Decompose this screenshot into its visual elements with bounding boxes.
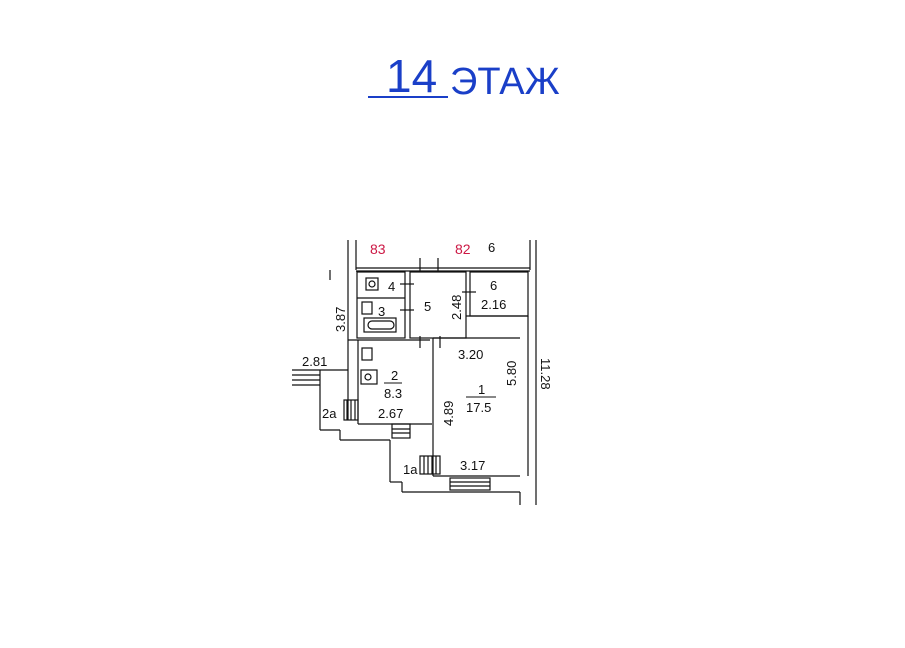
floor-number-underline <box>368 96 448 98</box>
dimension-3-87: 3.87 <box>333 307 348 332</box>
dimension-2-67: 2.67 <box>378 406 403 421</box>
apartment-number-far-right: 6 <box>488 240 495 255</box>
dimension-3-17: 3.17 <box>460 458 485 473</box>
room-2a-label: 2а <box>322 406 337 421</box>
room-1-area: 17.5 <box>466 400 491 415</box>
plan-walls <box>292 240 537 505</box>
room-1a-label: 1а <box>403 462 418 477</box>
room-4-label: 4 <box>388 279 395 294</box>
dimension-3-20: 3.20 <box>458 347 483 362</box>
room-6-label: 6 <box>490 278 497 293</box>
dimension-2-16: 2.16 <box>481 297 506 312</box>
room-2-label: 2 <box>391 368 398 383</box>
apartment-number-right: 82 <box>455 241 471 257</box>
dimension-2-48: 2.48 <box>449 295 464 320</box>
room-1-label: 1 <box>478 382 485 397</box>
dimension-5-80: 5.80 <box>504 361 519 386</box>
floor-word: ЭТАЖ <box>450 61 560 103</box>
room-2-area: 8.3 <box>384 386 402 401</box>
room-5-label: 5 <box>424 299 431 314</box>
dimension-4-89: 4.89 <box>441 401 456 426</box>
floor-number: 14 <box>386 50 438 102</box>
dimension-11-28: 11.28 <box>538 358 553 390</box>
room-3-label: 3 <box>378 304 385 319</box>
dimension-2-81: 2.81 <box>302 354 327 369</box>
apartment-number-left: 83 <box>370 241 386 257</box>
